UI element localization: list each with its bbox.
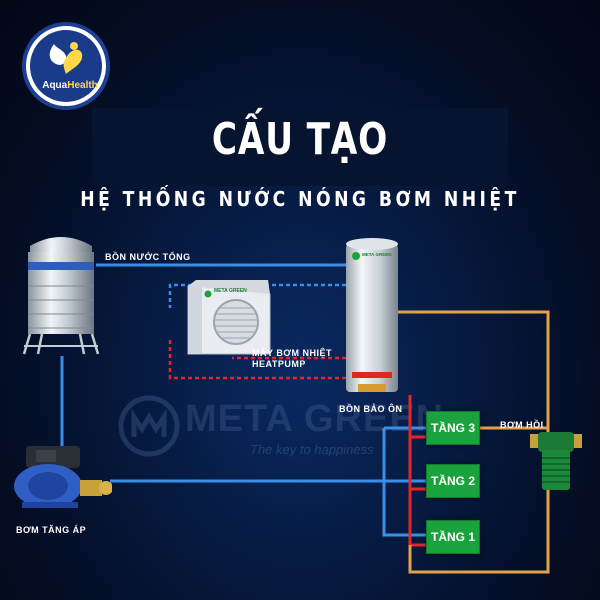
- storage-label: BỒN BẢO ÔN: [339, 404, 403, 414]
- page-title: CẤU TẠO: [211, 114, 389, 165]
- cold-pipe-storage-to-heatpump: [168, 283, 346, 308]
- page-subtitle: HỆ THỐNG NƯỚC NÓNG BƠM NHIỆT: [80, 187, 520, 211]
- booster-pump: [8, 440, 113, 510]
- watermark-slogan: The key to happiness: [250, 442, 374, 457]
- watermark-name: META GREEN: [185, 398, 445, 440]
- cold-pipe-riser: [382, 428, 426, 537]
- floor-box-tang-2: TẦNG 2: [426, 464, 480, 498]
- brand-name: AquaHealth: [42, 80, 98, 91]
- storage-brand: META GREEN: [362, 252, 392, 257]
- water-drop-heart-icon: [49, 42, 83, 74]
- tank-label: BỒN NƯỚC TỔNG: [105, 252, 191, 262]
- heatpump-brand: META GREEN: [214, 288, 247, 294]
- heatpump-unit: META GREEN: [178, 280, 272, 360]
- storage-tank: META GREEN: [344, 236, 400, 398]
- main-water-tank: [22, 228, 100, 358]
- logo-badge: AquaHealth: [30, 30, 102, 102]
- return-pump-label: BƠM HỒI: [500, 420, 544, 430]
- heatpump-label: MÁY BƠM NHIỆT HEATPUMP: [252, 348, 333, 369]
- booster-label: BƠM TĂNG ÁP: [16, 525, 87, 535]
- hot-pipe-heatpump-loop: [168, 340, 346, 380]
- watermark-logo-icon: [118, 395, 180, 462]
- header-band: [92, 108, 508, 186]
- floor-box-tang-3: TẦNG 3: [426, 411, 480, 445]
- return-pump: [530, 430, 582, 496]
- return-pipe-outer: [398, 310, 550, 574]
- hot-pipe-riser: [408, 395, 426, 547]
- brand-logo: AquaHealth: [22, 22, 110, 110]
- floor-box-tang-1: TẦNG 1: [426, 520, 480, 554]
